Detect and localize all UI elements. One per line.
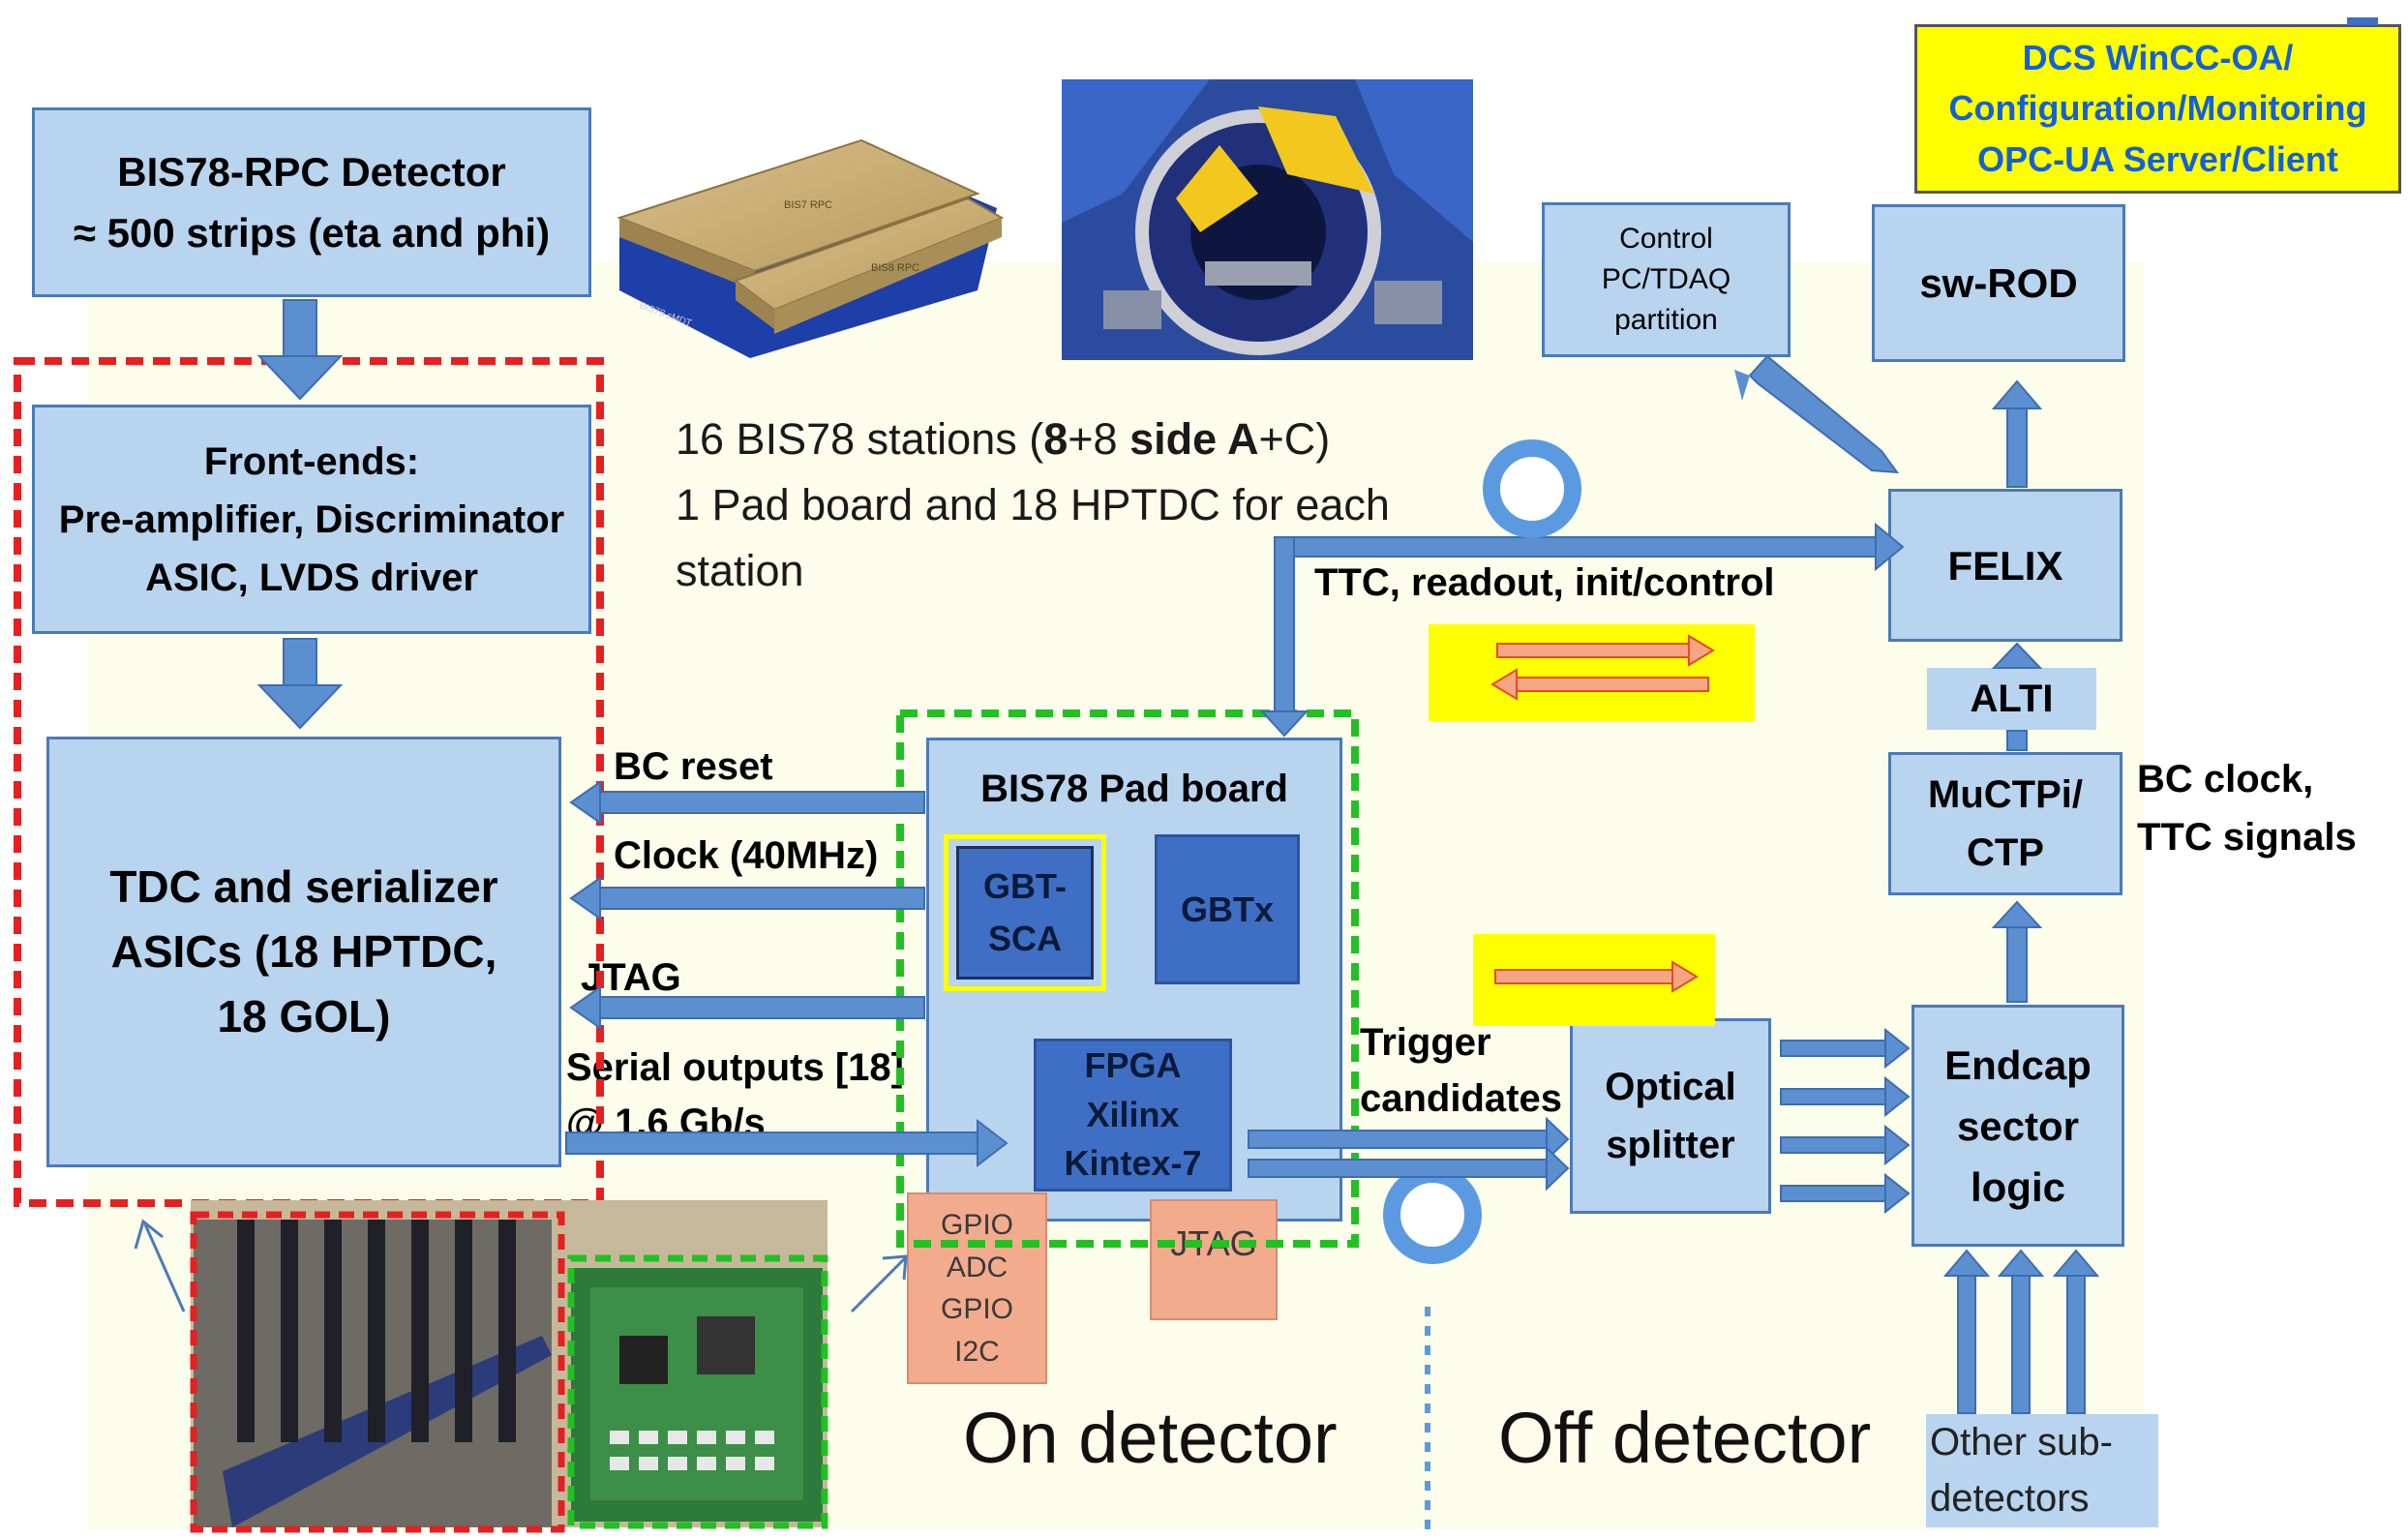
- atlas-spectrometer-render: [1062, 79, 1473, 360]
- clock-label: Clock (40MHz): [614, 834, 879, 877]
- trigger-candidates-label: Trigger candidates: [1360, 1021, 1562, 1120]
- arrow-clock: [569, 876, 925, 920]
- front-ends-box: Front-ends: Pre-amplifier, Discriminator…: [32, 405, 591, 634]
- pad-board-title: BIS78 Pad board: [980, 768, 1288, 810]
- render-label-bis7: BIS7 RPC: [784, 199, 832, 211]
- fpga-chip: FPGA Xilinx Kintex-7: [1034, 1039, 1232, 1192]
- render-label-bis8: BIS8 RPC: [871, 262, 919, 274]
- on-detector-label: On detector: [963, 1398, 1338, 1478]
- ttc-readout-label: TTC, readout, init/control: [1314, 561, 1775, 604]
- tdc-serializer-box: TDC and serializer ASICs (18 HPTDC, 18 G…: [46, 737, 561, 1167]
- forward-arrow-bottom: [1494, 960, 1699, 993]
- stations-line-1: 16 BIS78 stations (8+8 side A+C): [676, 414, 1331, 464]
- corner-mark: [2347, 17, 2378, 25]
- fiber-loop-top: [1483, 439, 1581, 538]
- dcs-text: DCS WinCC-OA/ Configuration/Monitoring O…: [1948, 38, 2367, 179]
- rpc-chamber-render: BIS7 RPC BIS8 RPC BIS78 sMDT: [617, 138, 1005, 358]
- arrow-muctpi-to-felix: [1991, 642, 2043, 751]
- arrow-detector-to-frontend: [256, 299, 344, 401]
- arrow-felix-control-pc: [1734, 354, 1900, 474]
- arrows-splitter-to-endcap: [1780, 1027, 1911, 1215]
- arrow-bc-reset: [569, 780, 925, 825]
- pointer-arrow-padboard: [850, 1254, 908, 1313]
- arrow-endcap-to-muctpi: [1991, 900, 2043, 1003]
- off-detector-label: Off detector: [1498, 1398, 1872, 1478]
- dcs-box: DCS WinCC-OA/ Configuration/Monitoring O…: [1914, 24, 2401, 194]
- pointer-arrow-left: [134, 1219, 186, 1313]
- stations-note: 16 BIS78 stations (8+8 side A+C) 1 Pad b…: [676, 407, 1390, 604]
- arrow-felix-to-padboard: [1259, 522, 1905, 738]
- arrows-other-subdetectors: [1942, 1249, 2100, 1414]
- optical-splitter-box: Optical splitter: [1570, 1018, 1771, 1214]
- padboard-dashed-frame: [896, 709, 1359, 1248]
- gbtx-chip: GBTx: [1155, 834, 1300, 984]
- arrow-jtag: [569, 985, 925, 1030]
- gpio-box: GPIO ADC GPIO I2C: [907, 1192, 1047, 1384]
- frontend-dashed-frame: [14, 357, 604, 1207]
- arrow-felix-to-swrod: [1991, 379, 2043, 488]
- detector-box: BIS78-RPC Detector ≈ 500 strips (eta and…: [32, 107, 591, 297]
- endcap-sector-logic-box: Endcap sector logic: [1911, 1005, 2124, 1247]
- stations-line-3: station: [676, 546, 804, 595]
- sw-rod-box: sw-ROD: [1872, 204, 2125, 362]
- felix-box: FELIX: [1888, 489, 2122, 642]
- bidirectional-arrows-top: [1490, 634, 1715, 701]
- gbt-sca-chip: GBT- SCA: [956, 846, 1094, 980]
- arrow-serial-outputs: [565, 1118, 1008, 1168]
- bc-reset-label: BC reset: [614, 745, 773, 788]
- arrow-frontend-to-tdc: [256, 638, 344, 730]
- other-subdetectors-box: Other sub- detectors: [1926, 1414, 2158, 1527]
- stations-line-2: 1 Pad board and 18 HPTDC for each: [676, 480, 1390, 529]
- link-highlight-top: [1429, 624, 1755, 721]
- alti-box: ALTI: [1927, 668, 2096, 730]
- detector-title: BIS78-RPC Detector: [117, 149, 506, 195]
- detector-subtitle: ≈ 500 strips (eta and phi): [73, 210, 551, 256]
- muctpi-box: MuCTPi/ CTP: [1888, 752, 2122, 895]
- control-pc-box: Control PC/TDAQ partition: [1542, 202, 1791, 357]
- frontend-boards-photo: [190, 1200, 828, 1533]
- bc-clock-label: BC clock, TTC signals: [2137, 758, 2357, 859]
- fiber-loop-bottom: [1383, 1165, 1482, 1264]
- arrow-trigger-to-splitter: [1248, 1116, 1570, 1192]
